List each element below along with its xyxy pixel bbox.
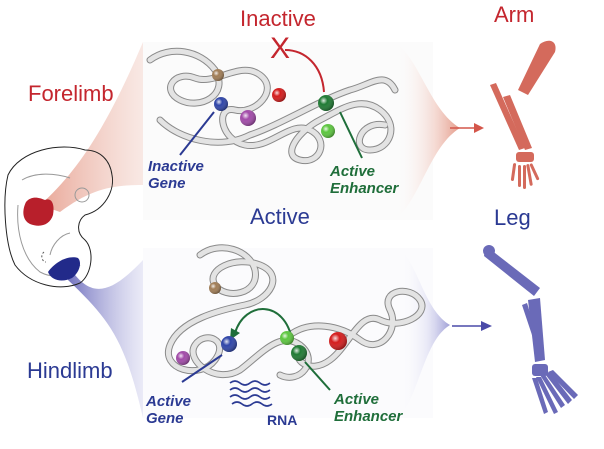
hindlimb-projection: [68, 260, 143, 418]
leg-skeleton: [483, 245, 578, 414]
chromatin-top: [146, 47, 399, 165]
hindlimb-label: Hindlimb: [27, 358, 113, 383]
rna-label: RNA: [267, 412, 298, 428]
forelimb-bud: [23, 197, 54, 226]
forelimb-output-beam: [395, 42, 460, 220]
blocked-interaction-arc: [284, 49, 325, 93]
forelimb-projection: [40, 42, 143, 212]
enhancer-pointer-top: [339, 111, 363, 159]
leg-label: Leg: [494, 205, 531, 230]
forelimb-label: Forelimb: [28, 81, 114, 106]
enhancer-pointer-bottom: [304, 361, 331, 391]
block-x-mark: X: [270, 32, 291, 65]
arm-label: Arm: [494, 2, 535, 27]
chromatin-bottom: [164, 244, 426, 381]
active-state-title: Active: [250, 204, 310, 229]
hindlimb-bud: [48, 257, 80, 281]
arm-skeleton: [490, 40, 556, 189]
gene-pointer-bottom: [181, 354, 223, 383]
gene-pointer-top: [179, 111, 215, 156]
spheres-top: [212, 69, 335, 138]
spheres-bottom: [176, 282, 347, 365]
activating-interaction-arc: [234, 308, 293, 341]
inactive-state-title: Inactive: [240, 6, 316, 31]
forelimb-arrow-head: [474, 123, 484, 133]
hindlimb-arrow-head: [481, 321, 492, 331]
rna-waves-icon: [229, 380, 273, 407]
